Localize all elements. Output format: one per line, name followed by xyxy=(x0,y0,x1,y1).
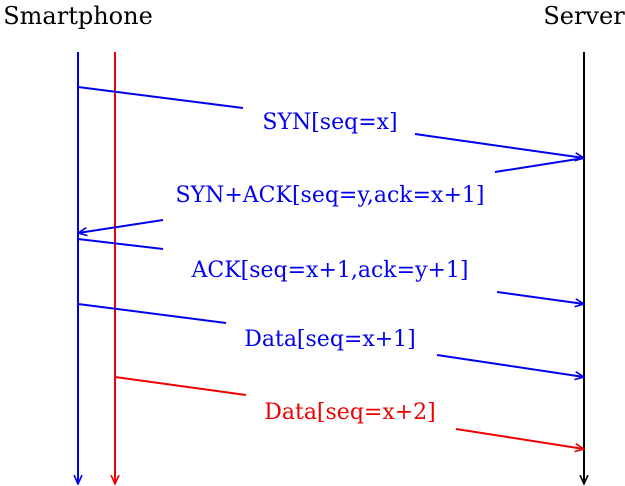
message-syn-ack: SYN+ACK[seq=y,ack=x+1] xyxy=(78,157,585,233)
message-syn: SYN[seq=x] xyxy=(77,86,584,158)
message-data-1: Data[seq=x+1] xyxy=(77,303,584,377)
message-syn-ack-segment-1 xyxy=(494,157,585,173)
message-syn-segment-1 xyxy=(77,86,244,109)
message-data-1-segment-2 xyxy=(436,354,584,377)
message-data-1-segment-1 xyxy=(77,303,227,324)
message-data-2-segment-2 xyxy=(455,428,584,449)
actor-label-smartphone: Smartphone xyxy=(3,2,153,30)
message-ack: ACK[seq=x+1,ack=y+1] xyxy=(77,238,584,304)
message-ack-label: ACK[seq=x+1,ack=y+1] xyxy=(190,258,468,283)
message-syn-label: SYN[seq=x] xyxy=(262,110,397,135)
message-data-2-label: Data[seq=x+2] xyxy=(264,400,436,425)
message-syn-segment-2 xyxy=(414,133,584,158)
message-ack-segment-2 xyxy=(496,291,584,304)
message-data-2-segment-1 xyxy=(114,376,247,396)
message-ack-segment-1 xyxy=(77,238,164,250)
actor-label-server: Server xyxy=(543,2,625,30)
message-data-2: Data[seq=x+2] xyxy=(114,376,584,449)
message-syn-ack-label: SYN+ACK[seq=y,ack=x+1] xyxy=(176,183,485,208)
message-data-1-label: Data[seq=x+1] xyxy=(244,327,416,352)
message-syn-ack-segment-2 xyxy=(78,219,164,233)
